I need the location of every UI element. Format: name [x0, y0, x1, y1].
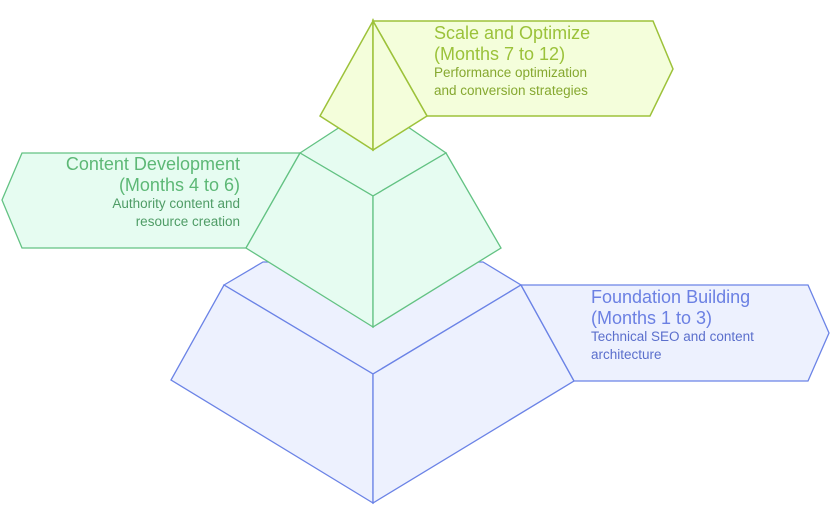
tier-scale [319, 18, 674, 152]
scale-desc-1: Performance optimization [434, 65, 588, 81]
scale-period: (Months 7 to 12) [434, 43, 566, 64]
scale-desc-2: and conversion strategies [434, 82, 588, 98]
foundation-desc-1: Technical SEO and content [591, 329, 754, 345]
content-label: Content Development (Months 4 to 6) Auth… [66, 154, 240, 230]
content-period: (Months 4 to 6) [118, 174, 240, 195]
scale-label: Scale and Optimize (Months 7 to 12) Perf… [434, 23, 590, 99]
content-title: Content Development [65, 154, 240, 174]
foundation-label-box [519, 284, 830, 382]
scale-left-face [319, 18, 374, 152]
scale-right-face [372, 18, 429, 152]
content-desc-1: Authority content and [112, 196, 240, 212]
scale-title: Scale and Optimize [434, 23, 591, 43]
content-desc-2: resource creation [135, 213, 240, 229]
tier-content [1, 126, 502, 329]
foundation-period: (Months 1 to 3) [591, 307, 713, 328]
tier-foundation [170, 261, 830, 505]
foundation-label: Foundation Building (Months 1 to 3) Tech… [591, 287, 754, 363]
content-right-face [372, 152, 502, 329]
foundation-desc-2: architecture [591, 346, 662, 362]
foundation-title: Foundation Building [591, 287, 751, 307]
